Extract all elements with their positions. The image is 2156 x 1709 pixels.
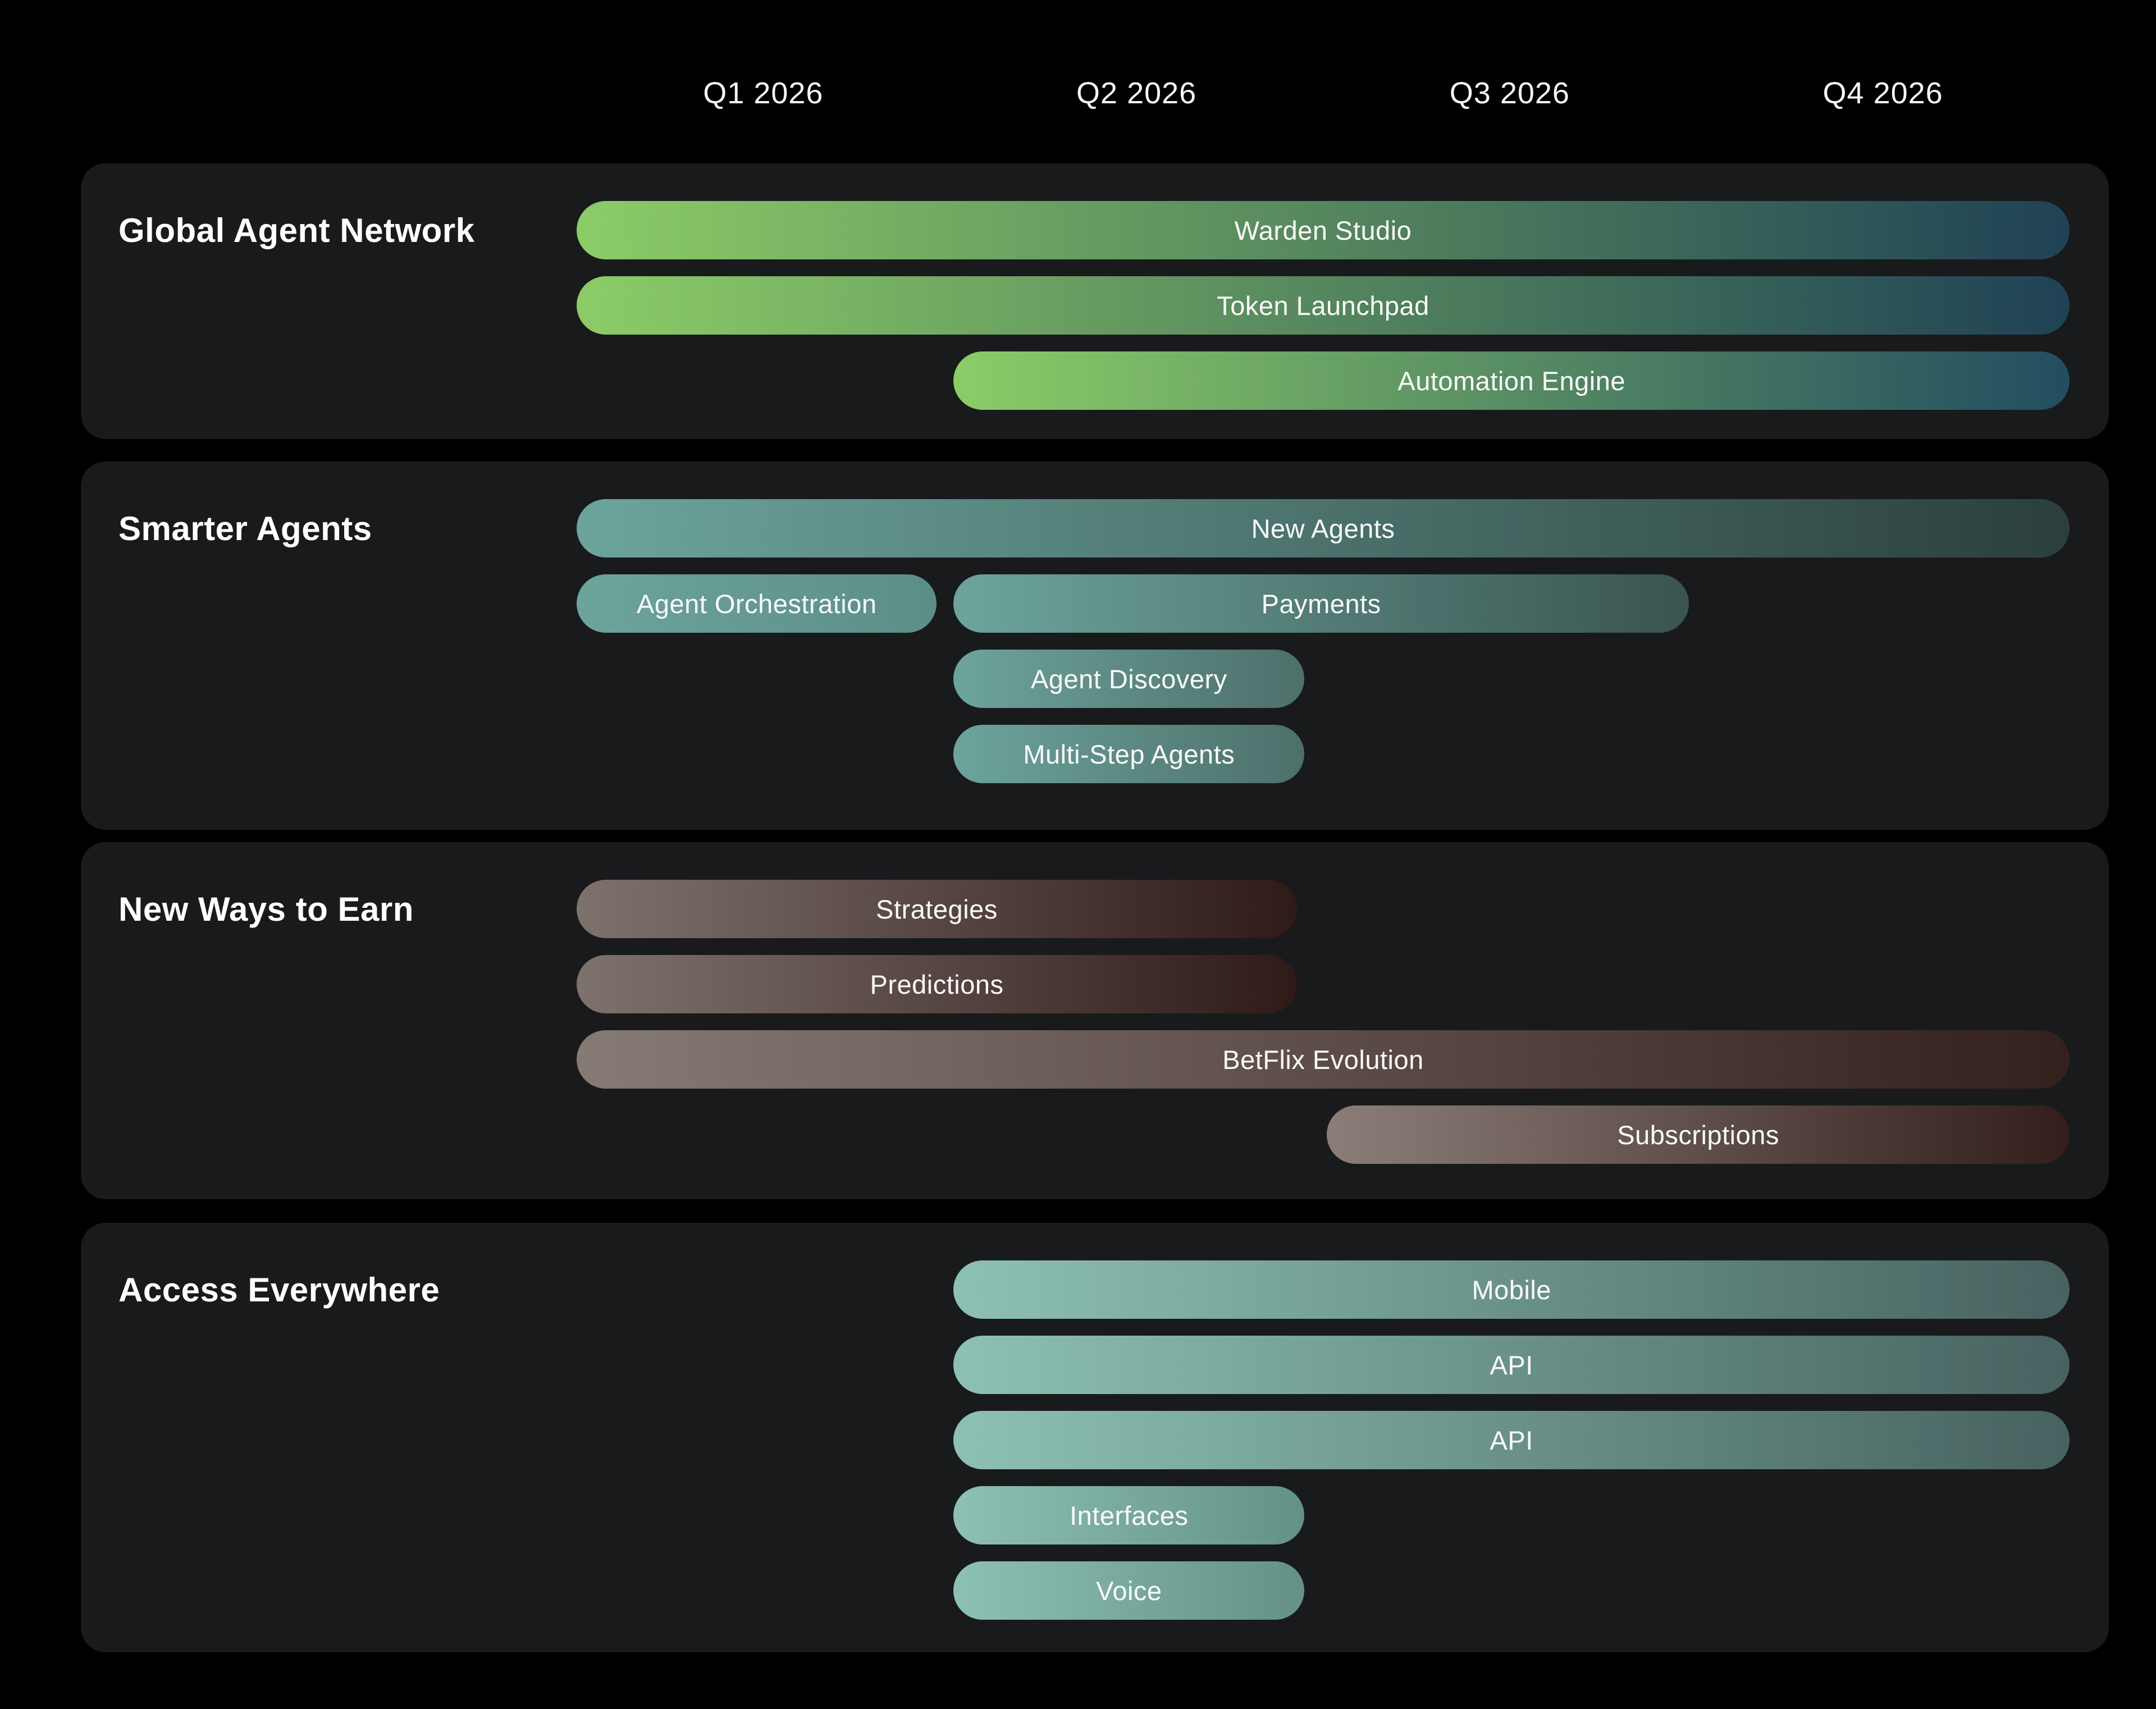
timeline-axis: Q1 2026 Q2 2026 Q3 2026 Q4 2026 bbox=[0, 78, 2156, 112]
bar-label: Predictions bbox=[870, 969, 1004, 999]
roadmap-bar-mobile: Mobile bbox=[953, 1260, 2070, 1319]
bar-label: Warden Studio bbox=[1234, 215, 1412, 245]
bar-label: Agent Orchestration bbox=[636, 588, 877, 619]
roadmap-bar-api: API bbox=[953, 1411, 2070, 1469]
roadmap-bar-multi-step-agents: Multi-Step Agents bbox=[953, 725, 1305, 783]
bar-label: API bbox=[1490, 1425, 1533, 1455]
section-title-smarter-agents: Smarter Agents bbox=[118, 509, 372, 547]
roadmap-bar-voice: Voice bbox=[953, 1561, 1305, 1620]
bar-label: Interfaces bbox=[1070, 1500, 1189, 1530]
roadmap-bar-subscriptions: Subscriptions bbox=[1327, 1105, 2070, 1164]
roadmap-bar-token-launchpad: Token Launchpad bbox=[577, 276, 2070, 335]
axis-label-q4: Q4 2026 bbox=[1822, 76, 1943, 110]
section-title-new-ways-to-earn: New Ways to Earn bbox=[118, 890, 414, 928]
roadmap-bar-agent-orchestration: Agent Orchestration bbox=[577, 574, 937, 633]
bar-label: BetFlix Evolution bbox=[1222, 1044, 1424, 1075]
roadmap-bar-payments: Payments bbox=[953, 574, 1689, 633]
bar-label: Multi-Step Agents bbox=[1023, 739, 1235, 769]
bar-label: Automation Engine bbox=[1397, 365, 1626, 396]
bar-label: Subscriptions bbox=[1617, 1119, 1779, 1150]
roadmap-bar-agent-discovery: Agent Discovery bbox=[953, 650, 1305, 708]
axis-label-q3: Q3 2026 bbox=[1449, 76, 1570, 110]
roadmap-bar-interfaces: Interfaces bbox=[953, 1486, 1305, 1545]
bar-label: Token Launchpad bbox=[1217, 290, 1429, 321]
bar-label: Voice bbox=[1096, 1575, 1162, 1606]
roadmap-bar-warden-studio: Warden Studio bbox=[577, 201, 2070, 259]
bar-label: Payments bbox=[1261, 588, 1381, 619]
roadmap-bar-api: API bbox=[953, 1336, 2070, 1394]
roadmap-bar-betflix-evolution: BetFlix Evolution bbox=[577, 1030, 2070, 1089]
roadmap-bar-automation-engine: Automation Engine bbox=[953, 351, 2070, 410]
section-title-global-agent-network: Global Agent Network bbox=[118, 211, 475, 249]
bar-label: API bbox=[1490, 1350, 1533, 1380]
axis-label-q1: Q1 2026 bbox=[703, 76, 824, 110]
bar-label: New Agents bbox=[1251, 513, 1395, 543]
roadmap-bar-predictions: Predictions bbox=[577, 955, 1297, 1013]
bar-label: Strategies bbox=[876, 894, 998, 924]
bar-label: Mobile bbox=[1472, 1274, 1551, 1305]
axis-label-q2: Q2 2026 bbox=[1076, 76, 1197, 110]
bar-label: Agent Discovery bbox=[1030, 664, 1227, 694]
roadmap-bar-strategies: Strategies bbox=[577, 880, 1297, 938]
section-title-access-everywhere: Access Everywhere bbox=[118, 1271, 440, 1309]
roadmap-bar-new-agents: New Agents bbox=[577, 499, 2070, 558]
